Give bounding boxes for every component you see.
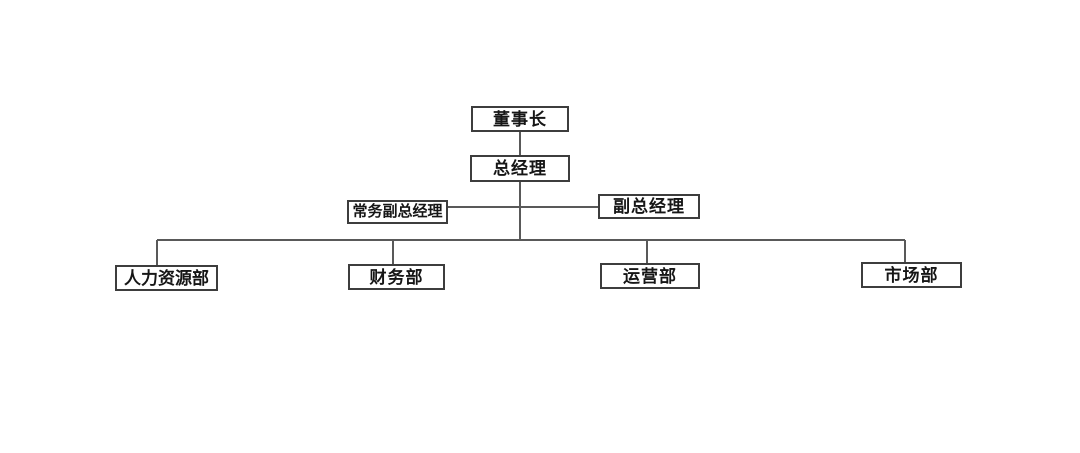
- node-operations-dept: 运营部: [600, 263, 700, 289]
- node-hr-dept: 人力资源部: [115, 265, 218, 291]
- node-exec-deputy-gm: 常务副总经理: [347, 200, 448, 224]
- node-finance-dept: 财务部: [348, 264, 445, 290]
- node-general-manager: 总经理: [470, 155, 570, 182]
- node-chairman: 董事长: [471, 106, 569, 132]
- node-marketing-dept: 市场部: [861, 262, 962, 288]
- node-deputy-gm: 副总经理: [598, 194, 700, 219]
